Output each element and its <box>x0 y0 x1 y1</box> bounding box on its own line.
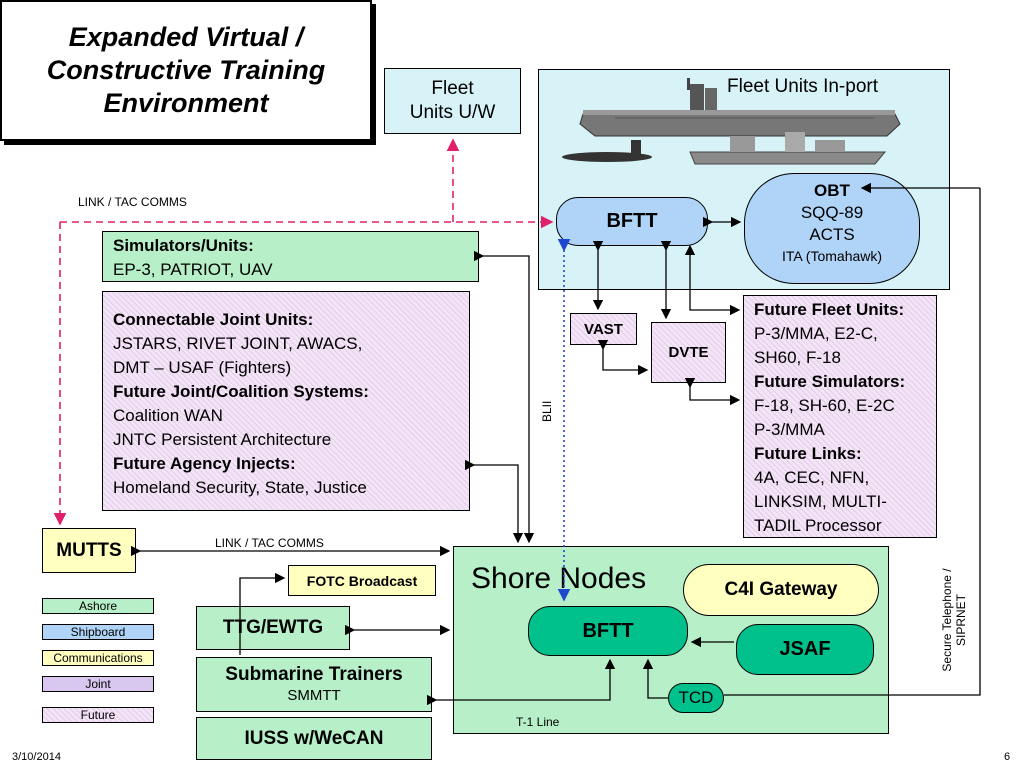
vast-label: VAST <box>584 320 623 338</box>
obt-line: ITA (Tomahawk) <box>781 248 883 264</box>
joint-text: DMT – USAF (Fighters) <box>113 358 292 377</box>
simulators-units-box[interactable]: Simulators/Units: EP-3, PATRIOT, UAV <box>102 231 479 282</box>
future-text: P-3/MMA <box>754 420 825 439</box>
fotc-broadcast-label: FOTC Broadcast <box>306 572 418 589</box>
footer-page-number: 6 <box>1004 751 1011 763</box>
legend-future: Future <box>42 707 154 723</box>
submarine-trainers-node[interactable]: Submarine Trainers SMMTT <box>196 657 432 712</box>
legend-joint: Joint <box>42 676 154 692</box>
legend-shipboard: Shipboard <box>42 624 154 640</box>
obt-title: OBT <box>814 181 850 200</box>
joint-heading: Connectable Joint Units: <box>113 310 314 329</box>
future-text: 4A, CEC, NFN, <box>754 468 870 487</box>
jsaf-label: JSAF <box>779 638 831 660</box>
slide-title: Expanded Virtual / Constructive Training… <box>0 0 372 141</box>
legend-communications: Communications <box>42 650 154 666</box>
future-box[interactable]: Future Fleet Units: P-3/MMA, E2-C, SH60,… <box>743 295 937 538</box>
joint-heading: Future Joint/Coalition Systems: <box>113 382 369 401</box>
tcd-label: TCD <box>678 688 714 707</box>
obt-line: SQQ-89 <box>800 203 864 222</box>
link-tac-comms-top-label: LINK / TAC COMMS <box>78 195 187 209</box>
mutts-node[interactable]: MUTTS <box>42 528 136 573</box>
submarine-title: Submarine Trainers <box>225 664 403 685</box>
c4i-gateway-label: C4I Gateway <box>724 579 838 600</box>
fleet-units-uw-label: Fleet Units U/W <box>409 78 496 123</box>
simulators-units-text: EP-3, PATRIOT, UAV <box>113 260 273 279</box>
obt-node[interactable]: OBT SQQ-89 ACTS ITA (Tomahawk) <box>744 173 920 284</box>
dvte-label: DVTE <box>668 344 709 361</box>
bftt-shore-label: BFTT <box>582 619 634 642</box>
joint-text: JNTC Persistent Architecture <box>113 430 332 449</box>
jsaf-node[interactable]: JSAF <box>736 624 874 675</box>
legend-ashore: Ashore <box>42 598 154 614</box>
tcd-node[interactable]: TCD <box>668 683 724 713</box>
joint-text: Homeland Security, State, Justice <box>113 478 367 497</box>
fleet-units-uw-box[interactable]: Fleet Units U/W <box>384 68 521 134</box>
dvte-node[interactable]: DVTE <box>651 322 726 383</box>
bftt-shipboard-node[interactable]: BFTT <box>556 197 708 246</box>
bftt-shore-node[interactable]: BFTT <box>528 606 688 656</box>
future-heading: Future Fleet Units: <box>754 300 905 319</box>
iuss-label: IUSS w/WeCAN <box>244 727 384 749</box>
future-text: LINKSIM, MULTI- <box>754 492 887 511</box>
slide-title-text: Expanded Virtual / Constructive Training… <box>46 22 326 118</box>
future-text: P-3/MMA, E2-C, <box>754 324 878 343</box>
joint-text: JSTARS, RIVET JOINT, AWACS, <box>113 334 363 353</box>
footer-date: 3/10/2014 <box>12 751 61 763</box>
t1-line-label: T-1 Line <box>516 715 560 729</box>
c4i-gateway-node[interactable]: C4I Gateway <box>683 564 879 616</box>
joint-text: Coalition WAN <box>113 406 223 425</box>
link-tac-comms-dashed <box>53 138 554 526</box>
future-heading: Future Simulators: <box>754 372 906 391</box>
bftt-shipboard-label: BFTT <box>606 210 658 232</box>
ttg-ewtg-label: TTG/EWTG <box>222 617 324 638</box>
ship-silhouettes-icon <box>562 78 901 165</box>
iuss-node[interactable]: IUSS w/WeCAN <box>196 717 432 760</box>
fleet-units-inport-label: Fleet Units In-port <box>727 76 878 97</box>
joint-units-box[interactable]: Connectable Joint Units: JSTARS, RIVET J… <box>102 291 470 511</box>
future-text: TADIL Processor <box>754 516 882 535</box>
fotc-broadcast-node[interactable]: FOTC Broadcast <box>288 565 436 596</box>
solid-links <box>130 182 981 706</box>
future-text: SH60, F-18 <box>754 348 841 367</box>
future-text: F-18, SH-60, E-2C <box>754 396 895 415</box>
obt-line: ACTS <box>809 225 855 244</box>
mutts-label: MUTTS <box>56 539 122 561</box>
joint-heading: Future Agency Injects: <box>113 454 296 473</box>
simulators-units-heading: Simulators/Units: <box>113 236 254 255</box>
vast-node[interactable]: VAST <box>570 313 637 345</box>
future-heading: Future Links: <box>754 444 862 463</box>
ttg-ewtg-node[interactable]: TTG/EWTG <box>196 606 350 650</box>
submarine-sub: SMMTT <box>287 687 341 704</box>
